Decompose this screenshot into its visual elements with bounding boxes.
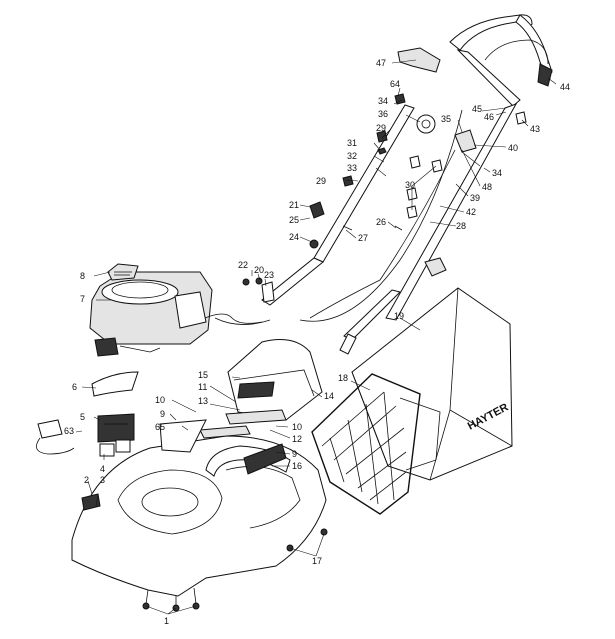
callout-34-upper: 34 — [378, 96, 388, 106]
callout-65: 65 — [155, 422, 165, 432]
callout-34-lower: 34 — [492, 168, 502, 178]
callout-4: 4 — [100, 464, 105, 474]
callout-26: 26 — [376, 217, 386, 227]
handle-assembly — [214, 14, 553, 355]
callout-8: 8 — [80, 271, 85, 281]
callout-17: 17 — [312, 556, 322, 566]
callout-19: 19 — [394, 311, 404, 321]
callout-27: 27 — [358, 233, 368, 243]
callout-23: 23 — [264, 270, 274, 280]
callout-11: 11 — [198, 382, 207, 392]
callout-18: 18 — [338, 373, 348, 383]
callout-29-upper: 29 — [376, 123, 386, 133]
callout-2: 2 — [84, 475, 89, 485]
callout-40: 40 — [508, 143, 518, 153]
callout-9-left: 9 — [160, 409, 165, 419]
callout-29-lower: 29 — [316, 176, 326, 186]
callout-46: 46 — [484, 112, 494, 122]
callout-64: 64 — [390, 79, 400, 89]
callout-42: 42 — [466, 207, 476, 217]
leader-lines — [75, 59, 557, 615]
callout-14: 14 — [324, 391, 334, 401]
engine-assembly — [89, 263, 263, 357]
callout-6: 6 — [72, 382, 77, 392]
callout-25: 25 — [289, 215, 299, 225]
callout-12: 12 — [292, 434, 302, 444]
callout-22: 22 — [238, 260, 248, 270]
callout-48: 48 — [482, 182, 492, 192]
small-parts — [36, 371, 139, 457]
callout-15: 15 — [198, 370, 208, 380]
callout-24: 24 — [289, 232, 299, 242]
callout-30: 30 — [405, 180, 415, 190]
grass-box: HAYTER — [351, 287, 513, 481]
callout-35: 35 — [441, 114, 451, 124]
callout-44: 44 — [560, 82, 570, 92]
callout-36: 36 — [378, 109, 388, 119]
callout-33: 33 — [347, 163, 357, 173]
callout-31: 31 — [347, 138, 357, 148]
callout-16: 16 — [292, 461, 302, 471]
callout-labels: 47 44 64 34 36 35 45 46 43 40 29 31 32 3… — [64, 58, 570, 626]
callout-7: 7 — [80, 294, 85, 304]
callout-20: 20 — [254, 265, 264, 275]
callout-45: 45 — [472, 104, 482, 114]
callout-47: 47 — [376, 58, 386, 68]
callout-10-left: 10 — [155, 395, 165, 405]
callout-28: 28 — [456, 221, 466, 231]
callout-13: 13 — [198, 396, 208, 406]
callout-3: 3 — [100, 475, 105, 485]
callout-39: 39 — [470, 193, 480, 203]
grass-box-frame — [311, 373, 441, 515]
callout-1: 1 — [164, 616, 169, 626]
callout-10-right: 10 — [292, 422, 302, 432]
callout-43: 43 — [530, 124, 540, 134]
callout-32: 32 — [347, 151, 357, 161]
callout-9-right: 9 — [292, 449, 297, 459]
rear-cover-parts — [159, 339, 323, 477]
callout-5: 5 — [80, 412, 85, 422]
callout-21: 21 — [289, 200, 299, 210]
callout-63: 63 — [64, 426, 74, 436]
